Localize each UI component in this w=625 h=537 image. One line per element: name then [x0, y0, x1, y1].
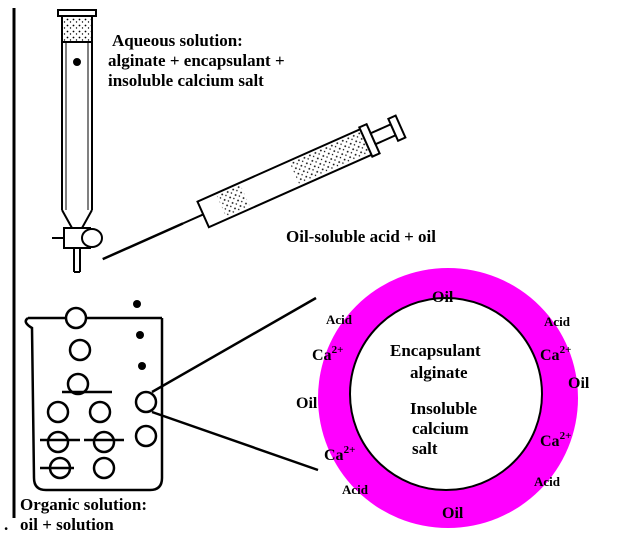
ring-calcium-ion-left: Ca2+ — [312, 344, 343, 364]
zoom-line-bottom — [151, 410, 319, 472]
beads-in-beaker — [40, 306, 158, 480]
falling-drop — [136, 331, 144, 339]
stray-dot: . — [4, 515, 8, 534]
core-encapsulant: Encapsulant — [390, 341, 481, 360]
core-salt: salt — [412, 439, 438, 458]
zoom-line-top — [151, 296, 317, 394]
core-insoluble: Insoluble — [410, 399, 478, 418]
ring-oil-left: Oil — [296, 395, 318, 412]
ring-oil-top: Oil — [432, 289, 454, 306]
aqueous-label-line1: Aqueous solution: — [112, 31, 243, 50]
syringe — [102, 114, 407, 261]
ring-acid-bottom-right: Acid — [534, 474, 561, 489]
core-calcium: calcium — [412, 419, 469, 438]
ring-calcium-ion-bottom-left: Ca2+ — [324, 444, 355, 464]
ring-calcium-ion-bottom-right: Ca2+ — [540, 430, 571, 450]
ring-oil-right: Oil — [568, 375, 590, 392]
beaker — [24, 316, 164, 492]
falling-drop — [138, 362, 146, 370]
ring-calcium-ion-right: Ca2+ — [540, 344, 571, 364]
ring-acid-bottom-left: Acid — [342, 482, 369, 497]
organic-label-line1: Organic solution: — [20, 495, 147, 514]
ring-acid-top-left: Acid — [326, 312, 353, 327]
organic-label-line2: oil + solution — [20, 515, 114, 534]
aqueous-label-line3: insoluble calcium salt — [108, 71, 264, 90]
core-alginate: alginate — [410, 363, 468, 382]
ring-oil-bottom: Oil — [442, 505, 464, 522]
bead-core — [349, 297, 543, 491]
falling-drop — [133, 300, 141, 308]
aqueous-label-line2: alginate + encapsulant + — [108, 51, 285, 70]
burette — [52, 9, 103, 273]
ring-acid-top-right: Acid — [544, 314, 571, 329]
syringe-label: Oil-soluble acid + oil — [286, 227, 436, 246]
